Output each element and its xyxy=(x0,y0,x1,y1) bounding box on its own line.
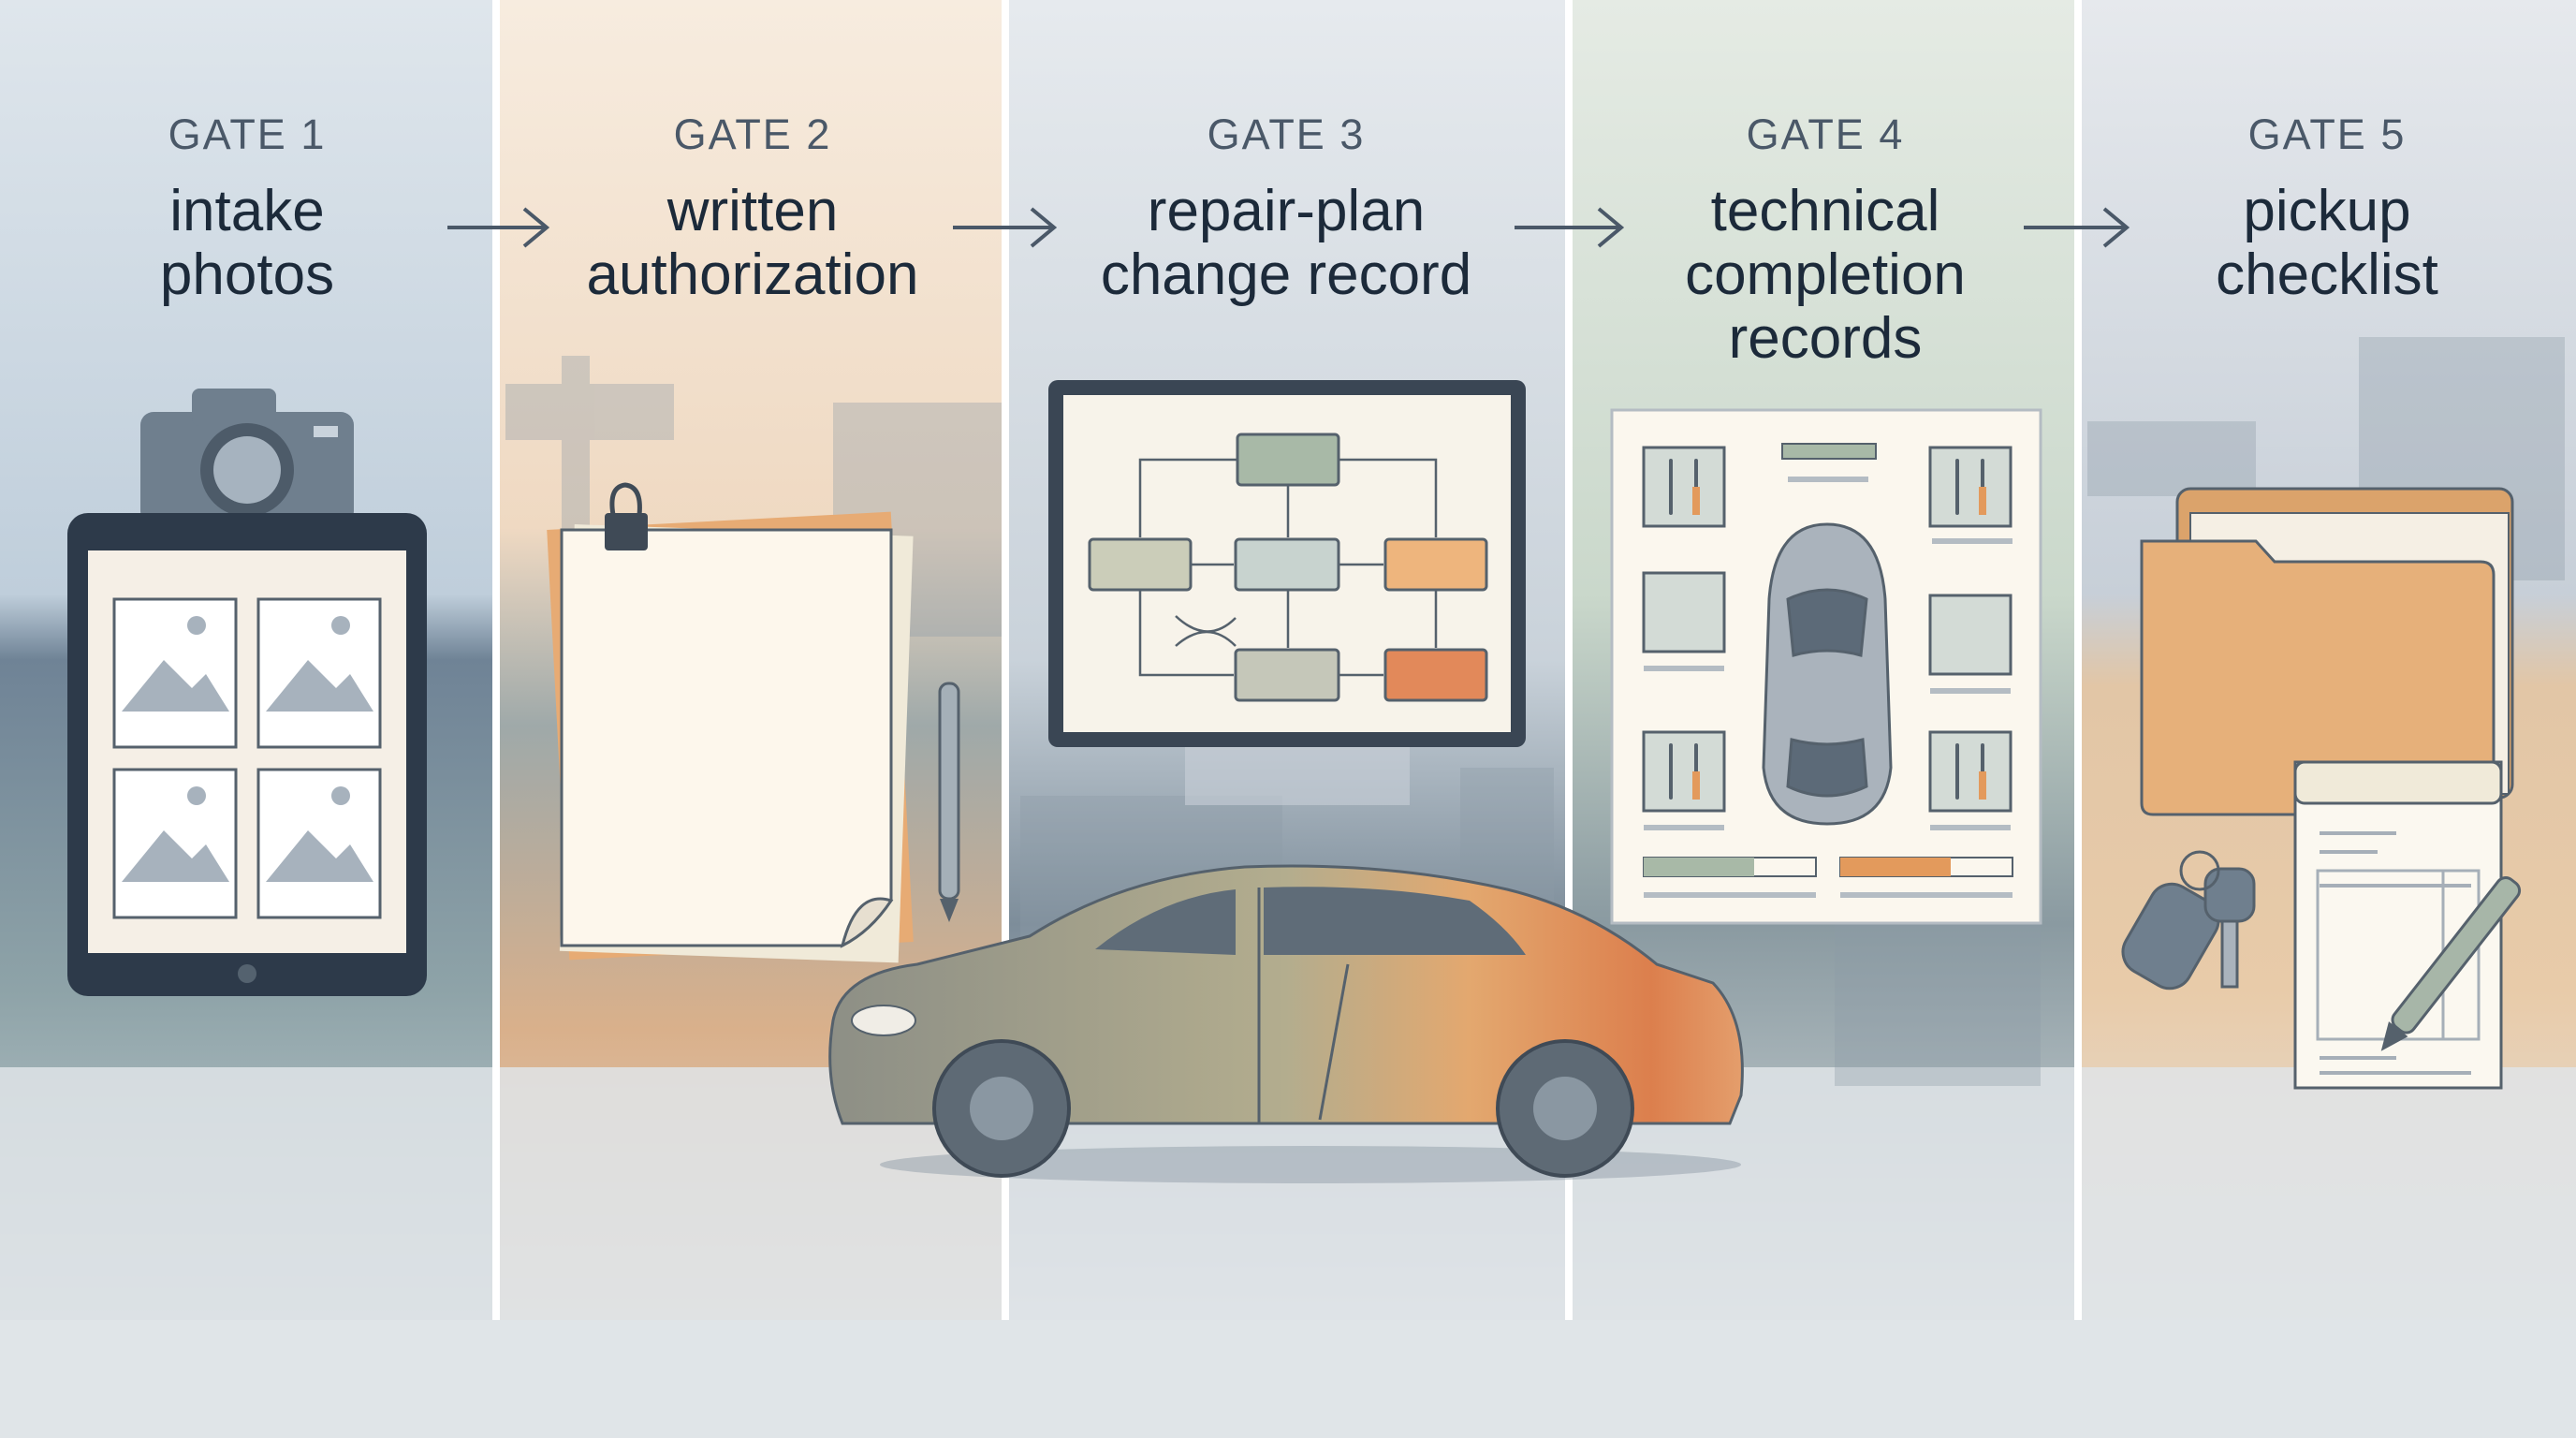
floor-band xyxy=(0,1067,2576,1438)
gate-4-title-line: completion xyxy=(1685,242,1966,307)
pickup-checklist-receipt-icon xyxy=(2293,760,2522,1090)
gate-1-label: GATE 1 xyxy=(168,110,327,158)
tablet-icon xyxy=(67,513,427,996)
gate-4-title-line: records xyxy=(1728,306,1923,371)
gate-1-title-line: photos xyxy=(159,242,335,307)
flowchart-monitor-icon xyxy=(1048,380,1526,805)
arrow-4-5 xyxy=(2024,207,2130,248)
gate-5-title-line: checklist xyxy=(2216,242,2438,307)
gate-2-label: GATE 2 xyxy=(673,110,832,158)
completion-record-sheet-icon xyxy=(1610,408,2042,925)
gate-3-title-line: repair-plan xyxy=(1147,179,1426,243)
flow-arrows xyxy=(447,207,2130,248)
gate-3-title-line: change record xyxy=(1100,242,1472,307)
keys-icon xyxy=(2121,850,2256,990)
gate-5-title: pickup checklist xyxy=(2065,180,2576,307)
camera-icon xyxy=(140,389,354,524)
pen-icon xyxy=(938,682,960,922)
gate-5-title-line: pickup xyxy=(2243,179,2411,243)
gate-4-title-line: technical xyxy=(1710,179,1940,243)
gate-3-title: repair-plan change record xyxy=(1024,180,1548,307)
arrow-1-2 xyxy=(447,207,550,248)
car-icon xyxy=(828,864,1744,1183)
gate-5-label: GATE 5 xyxy=(2247,110,2407,158)
gate-4-title: technical completion records xyxy=(1563,180,2087,371)
gate-4-label: GATE 4 xyxy=(1746,110,1905,158)
panel-dividers xyxy=(492,0,2082,1320)
gate-1-title-line: intake xyxy=(169,179,325,243)
arrow-2-3 xyxy=(953,207,1058,248)
arrow-3-4 xyxy=(1515,207,1625,248)
gate-2-title-line: authorization xyxy=(586,242,919,307)
authorization-paper-icon xyxy=(547,482,914,963)
gate-3-label: GATE 3 xyxy=(1207,110,1366,158)
gate-2-title: written authorization xyxy=(490,180,1015,307)
gate-2-title-line: written xyxy=(666,179,839,243)
gate-1-title: intake photos xyxy=(0,180,509,307)
car-topview-icon xyxy=(1762,522,1893,826)
